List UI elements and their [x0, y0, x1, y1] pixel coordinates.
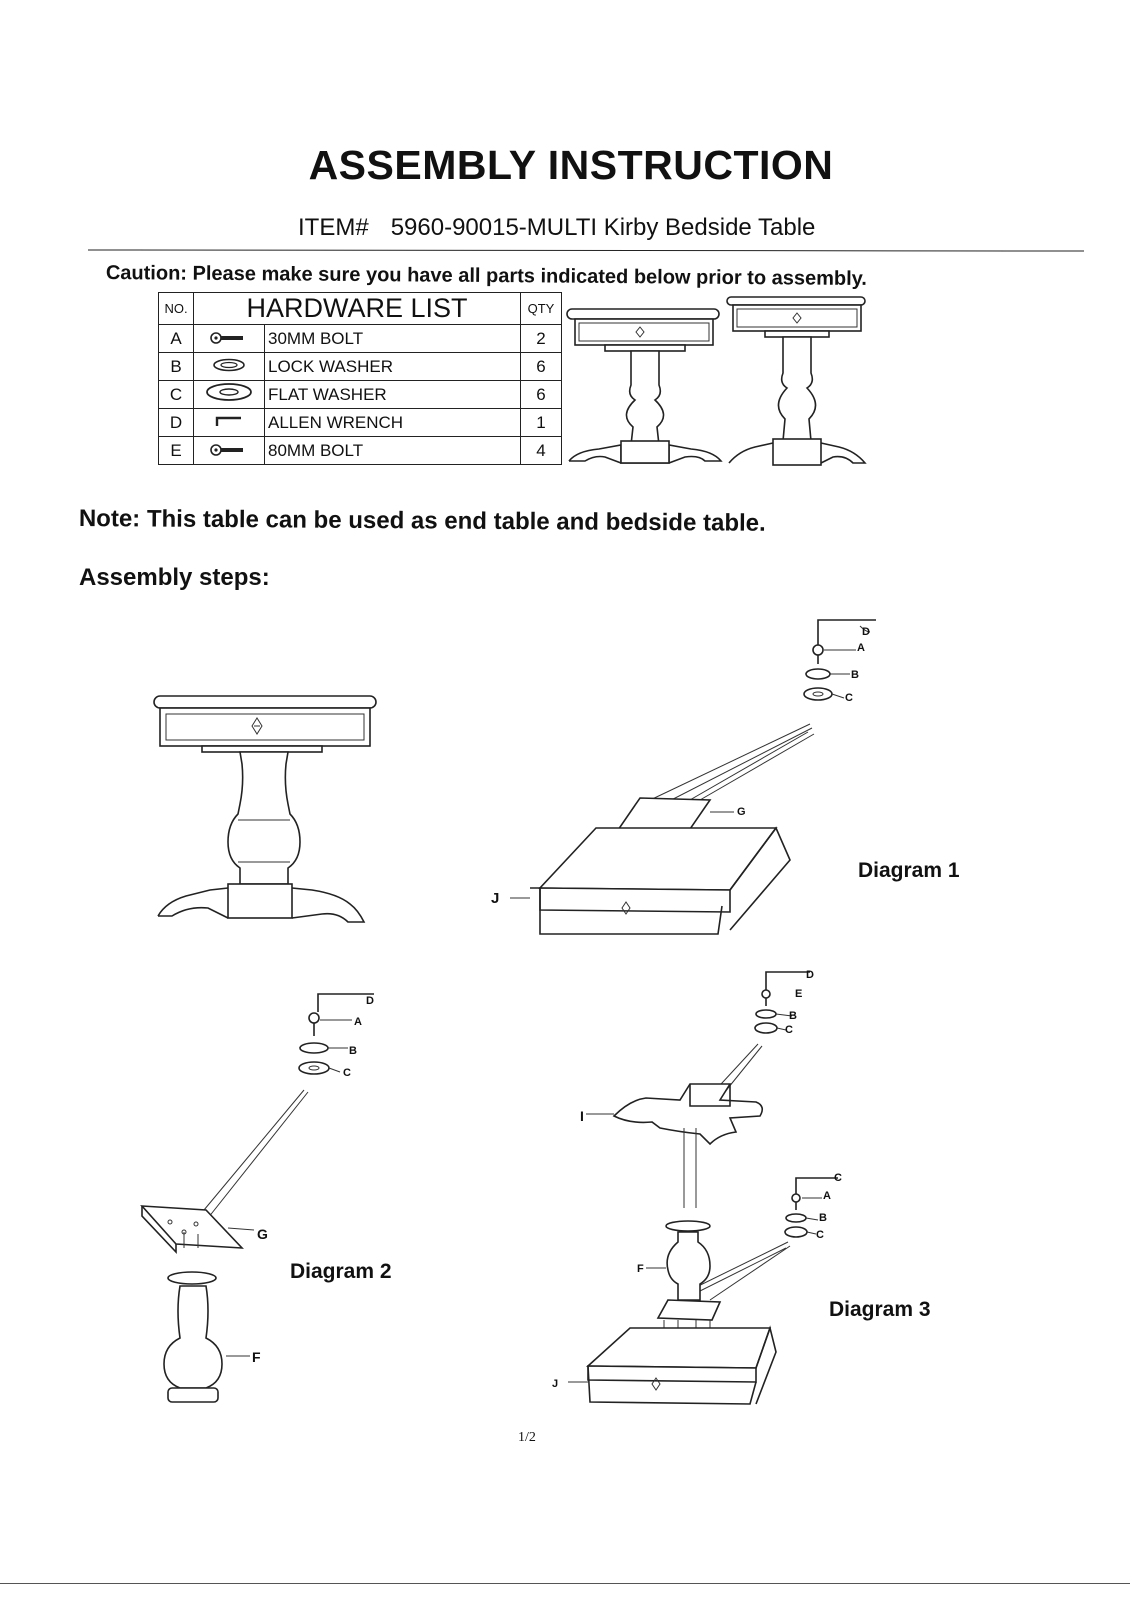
- tag-f-3: F: [637, 1263, 644, 1275]
- allen-wrench-icon: [193, 408, 265, 437]
- row-qty: 1: [520, 408, 562, 437]
- diagram-2-illustration: [140, 993, 374, 1403]
- diagram-3-illustration: [568, 971, 838, 1405]
- tag-c-3a: C: [785, 1024, 793, 1036]
- row-name: FLAT WASHER: [264, 380, 521, 409]
- tag-g-2: G: [257, 1226, 268, 1242]
- diagram-3-label: Diagram 3: [829, 1298, 931, 1321]
- tag-i-3: I: [580, 1108, 584, 1124]
- row-qty: 4: [520, 436, 562, 465]
- tag-d-2: D: [366, 995, 374, 1007]
- row-qty: 2: [520, 324, 562, 353]
- col-no-header: NO.: [158, 292, 194, 325]
- hardware-row: D ALLEN WRENCH 1: [158, 408, 562, 437]
- table-illustration-small-1: [566, 308, 723, 464]
- row-name: ALLEN WRENCH: [264, 408, 521, 437]
- hardware-row: C FLAT WASHER 6: [158, 380, 562, 409]
- tag-j-3: J: [552, 1378, 559, 1390]
- tag-g-1: G: [737, 806, 746, 818]
- item-text: 5960-90015-MULTI Kirby Bedside Table: [390, 214, 816, 241]
- hardware-table: NO. HARDWARE LIST QTY A 30MM BOLT 2 B LO…: [158, 292, 562, 465]
- row-no: B: [158, 352, 194, 381]
- row-no: A: [158, 324, 194, 353]
- row-qty: 6: [520, 380, 562, 409]
- tag-a-3: A: [823, 1190, 831, 1202]
- row-no: E: [158, 436, 194, 465]
- top-rule: [87, 249, 1085, 252]
- table-illustration-small-2: [726, 296, 867, 466]
- diagram-2-label: Diagram 2: [290, 1260, 392, 1283]
- tag-c-3c: C: [816, 1229, 824, 1241]
- bottom-rule: [0, 1583, 1130, 1584]
- tag-e-3: E: [795, 988, 803, 1000]
- col-qty-header: QTY: [520, 292, 562, 325]
- tag-a-1: A: [857, 642, 865, 654]
- caution-text: Caution: Please make sure you have all p…: [105, 262, 867, 290]
- diagram-1-illustration: [510, 619, 876, 935]
- page-title: ASSEMBLY INSTRUCTION: [308, 142, 834, 188]
- note-text: Note: This table can be used as end tabl…: [78, 505, 766, 537]
- tag-c-3b: C: [834, 1172, 842, 1184]
- tag-a-2: A: [354, 1016, 362, 1028]
- tag-c-2: C: [343, 1067, 351, 1079]
- item-prefix: ITEM#: [298, 214, 369, 241]
- hardware-row: E 80MM BOLT 4: [158, 436, 562, 465]
- tag-b-3b: B: [819, 1212, 827, 1224]
- lock-washer-icon: [193, 352, 265, 381]
- hardware-row: B LOCK WASHER 6: [158, 352, 562, 381]
- item-line: ITEM# 5960-90015-MULTI Kirby Bedside Tabl…: [298, 214, 815, 242]
- tag-b-3: B: [789, 1010, 797, 1022]
- hardware-row: A 30MM BOLT 2: [158, 324, 562, 353]
- assembled-table-illustration: [153, 695, 377, 923]
- bolt-icon: [193, 324, 265, 353]
- tag-d-1: D: [862, 626, 870, 638]
- tag-j-1: J: [491, 890, 500, 907]
- tag-c-1: C: [845, 692, 853, 704]
- tag-f-2: F: [252, 1349, 261, 1365]
- tag-d-3: D: [806, 969, 814, 981]
- row-name: 80MM BOLT: [264, 436, 521, 465]
- col-list-header: HARDWARE LIST: [193, 292, 521, 325]
- hardware-header-row: NO. HARDWARE LIST QTY: [158, 292, 562, 325]
- row-qty: 6: [520, 352, 562, 381]
- diagram-1-label: Diagram 1: [858, 859, 960, 882]
- tag-b-2: B: [349, 1045, 357, 1057]
- row-name: LOCK WASHER: [264, 352, 521, 381]
- bolt-icon: [193, 436, 265, 465]
- page-number: 1/2: [518, 1430, 536, 1445]
- row-no: D: [158, 408, 194, 437]
- row-no: C: [158, 380, 194, 409]
- tag-b-1: B: [851, 669, 859, 681]
- row-name: 30MM BOLT: [264, 324, 521, 353]
- flat-washer-icon: [193, 380, 265, 409]
- steps-heading: Assembly steps:: [79, 564, 270, 591]
